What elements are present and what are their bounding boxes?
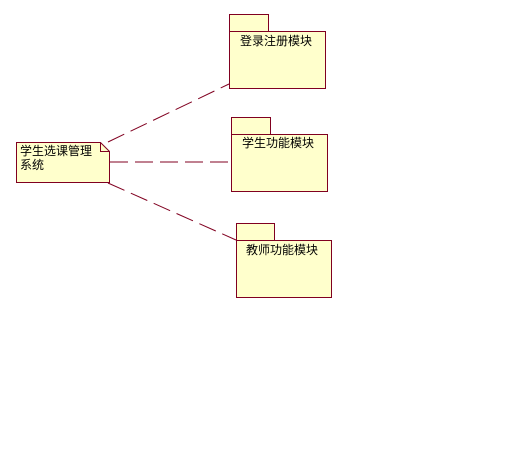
dependency-line-login (107, 83, 230, 143)
dependency-connectors (107, 83, 237, 241)
note-shape (16, 142, 110, 183)
package-body (231, 134, 328, 192)
package-tab (236, 223, 275, 241)
package-tab (229, 14, 269, 32)
package-body (229, 31, 326, 89)
note-fold-corner (100, 142, 110, 152)
package-label: 教师功能模块 (246, 242, 318, 257)
package-body (236, 240, 332, 298)
package-label: 学生功能模块 (242, 135, 314, 150)
note-label-line-2: 系统 (20, 158, 44, 172)
dependency-line-teacher (107, 182, 237, 241)
package-login-registration[interactable]: 登录注册模块 (229, 14, 326, 89)
package-tab (231, 117, 271, 135)
note-label-line-1: 学生选课管理 (20, 143, 92, 158)
system-note[interactable]: 学生选课管理 系统 (16, 142, 110, 183)
package-student-functions[interactable]: 学生功能模块 (231, 117, 328, 192)
package-teacher-functions[interactable]: 教师功能模块 (236, 223, 332, 298)
package-label: 登录注册模块 (240, 33, 312, 48)
